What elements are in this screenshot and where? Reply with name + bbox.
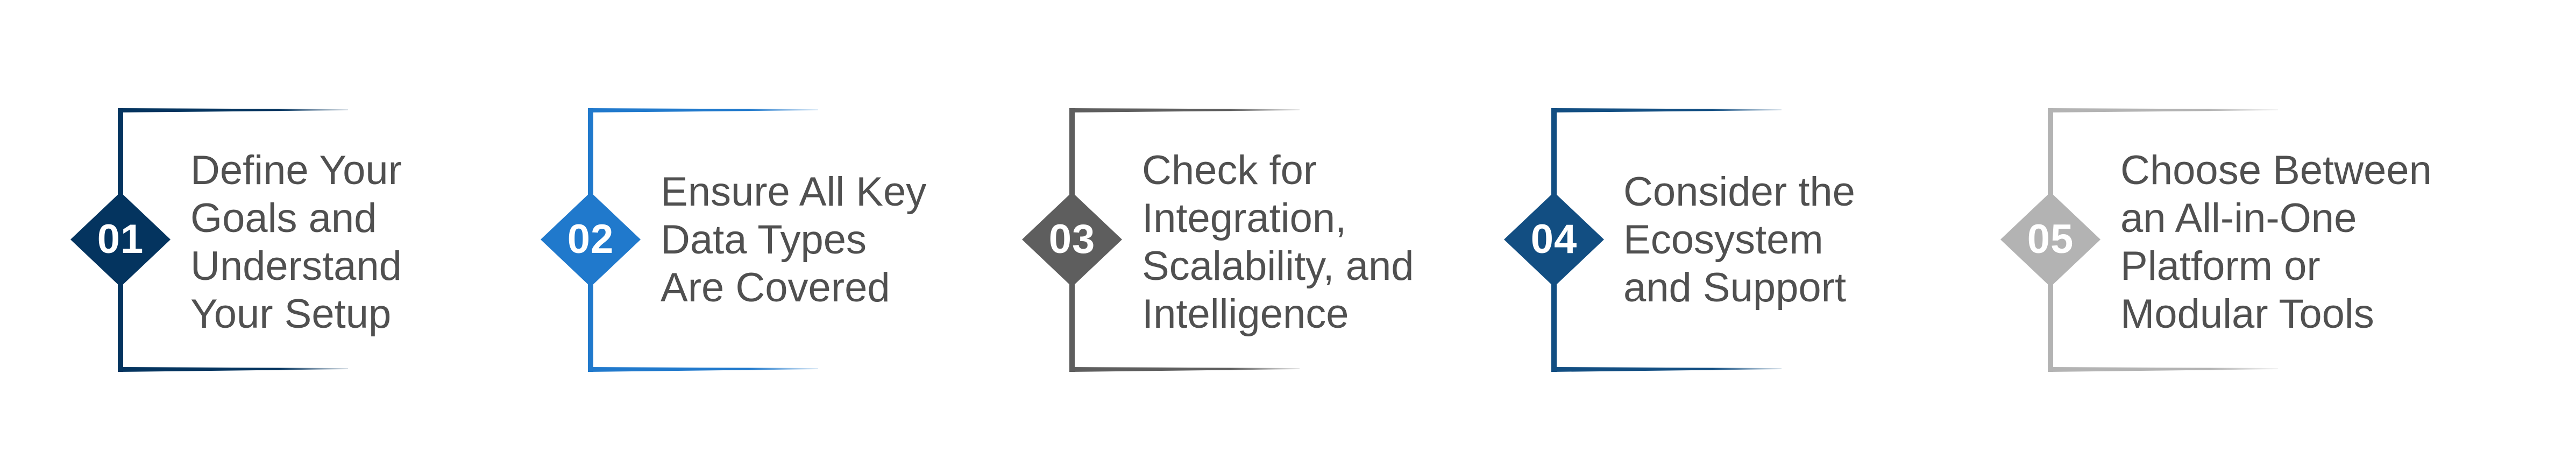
step-title-line: Data Types (661, 217, 867, 263)
step-title-line: Check for (1142, 147, 1317, 193)
step-title-line: and Support (1623, 265, 1847, 311)
bracket-icon (1504, 108, 1782, 372)
step-title-line: Your Setup (190, 291, 392, 337)
diamond-badge-icon (2000, 192, 2100, 287)
bracket-icon (70, 108, 348, 372)
bracket-icon (2000, 108, 2278, 372)
bracket-icon (541, 108, 818, 372)
step-2: 02 Ensure All Key Data Types Are Covered (541, 0, 1072, 472)
step-title-line: Platform or (2120, 243, 2320, 289)
step-number: 04 (1530, 216, 1578, 262)
step-title-line: Goals and (190, 195, 377, 241)
step-title-line: Scalability, and (1142, 243, 1414, 289)
step-title-line: Are Covered (661, 265, 890, 311)
step-title-line: Intelligence (1142, 291, 1349, 337)
step-title-line: Ensure All Key (661, 169, 927, 215)
diamond-badge-icon (541, 192, 641, 287)
step-title-line: Ecosystem (1623, 217, 1823, 263)
step-title: Consider the Ecosystem and Support (1623, 168, 1855, 312)
step-title-line: an All-in-One (2120, 195, 2357, 241)
step-title: Check for Integration, Scalability, and … (1142, 146, 1414, 338)
step-number: 05 (2027, 216, 2074, 262)
step-number: 01 (97, 216, 144, 262)
step-4: 04 Consider the Ecosystem and Support (1504, 0, 2035, 472)
diamond-badge-icon (1022, 192, 1122, 287)
step-title-line: Integration, (1142, 195, 1347, 241)
step-5: 05 Choose Between an All-in-One Platform… (2000, 0, 2532, 472)
step-title: Ensure All Key Data Types Are Covered (661, 168, 926, 312)
step-3: 03 Check for Integration, Scalability, a… (1022, 0, 1553, 472)
step-number: 02 (567, 216, 614, 262)
step-number: 03 (1048, 216, 1096, 262)
step-title-line: Modular Tools (2120, 291, 2374, 337)
step-title-line: Choose Between (2120, 147, 2432, 193)
step-title-line: Understand (190, 243, 402, 289)
diamond-badge-icon (1504, 192, 1604, 287)
step-title-line: Define Your (190, 147, 402, 193)
step-title: Define Your Goals and Understand Your Se… (190, 146, 402, 338)
diamond-badge-icon (70, 192, 171, 287)
step-title: Choose Between an All-in-One Platform or… (2120, 146, 2432, 338)
step-title-line: Consider the (1623, 169, 1855, 215)
step-1: 01 Define Your Goals and Understand Your… (70, 0, 602, 472)
bracket-icon (1022, 108, 1300, 372)
